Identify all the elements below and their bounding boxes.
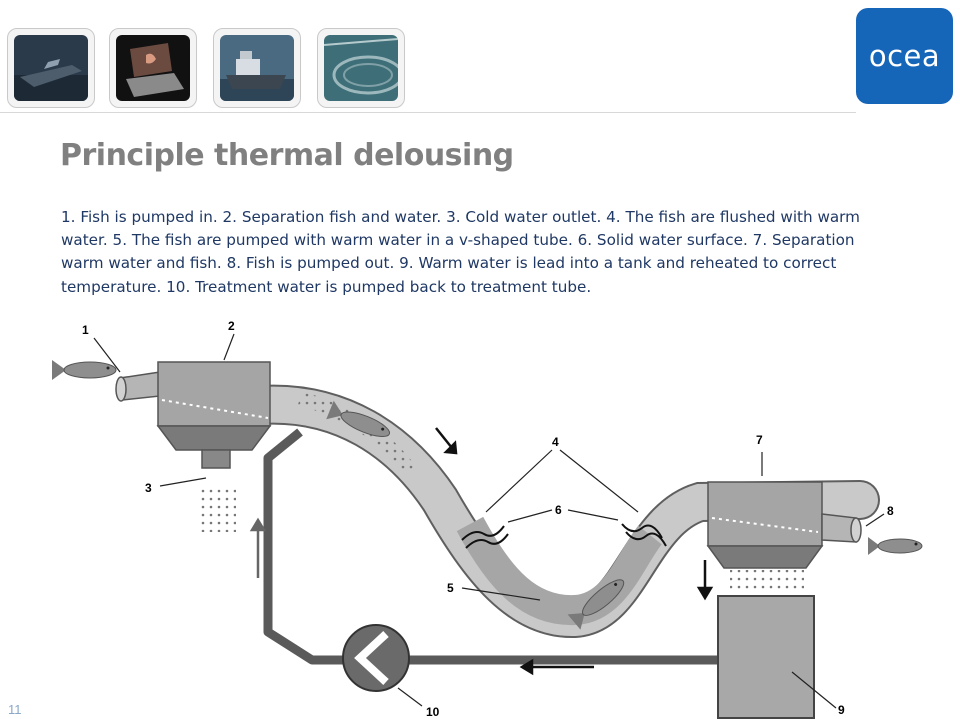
- return-pipe: [263, 428, 718, 665]
- thumbnail-workboat: [213, 28, 301, 108]
- flow-arrow-icon: [435, 427, 458, 455]
- label-3: 3: [145, 481, 152, 495]
- process-description: 1. Fish is pumped in. 2. Separation fish…: [61, 208, 860, 296]
- label-6: 6: [555, 503, 562, 517]
- rib-boat-icon: [14, 35, 88, 101]
- workboat-icon: [220, 35, 294, 101]
- fish-icon: [326, 400, 391, 437]
- leader-lines: [93, 333, 885, 709]
- flow-arrow-icon: [519, 658, 594, 676]
- thumbnail-rib-boat: [7, 28, 95, 108]
- thermal-delousing-diagram: 1 2 3 4 5 6 7 8 9 10: [52, 319, 923, 719]
- label-5: 5: [447, 581, 454, 595]
- label-7: 7: [756, 433, 763, 447]
- inlet-pipe: [115, 371, 161, 402]
- thumbnail-laptop: [109, 28, 197, 108]
- label-8: 8: [887, 504, 894, 518]
- logo-text: ocea: [868, 39, 941, 73]
- separator-2: [156, 361, 272, 532]
- ocea-logo: ocea: [856, 8, 953, 104]
- flow-arrow-icon: [696, 560, 714, 601]
- fish-icon: [567, 579, 625, 630]
- fish-farm-icon: [324, 35, 398, 101]
- flow-arrow-icon: [249, 517, 267, 578]
- return-pump: [342, 624, 410, 692]
- label-4: 4: [552, 435, 559, 449]
- page-title: Principle thermal delousing: [60, 138, 514, 173]
- label-2: 2: [228, 319, 235, 333]
- label-9: 9: [838, 703, 845, 717]
- header-divider: [0, 112, 856, 113]
- page-number: 11: [8, 702, 22, 717]
- laptop-icon: [116, 35, 190, 101]
- heating-tank: [717, 595, 815, 719]
- separator-7: [706, 481, 862, 590]
- thumbnail-fish-farm: [317, 28, 405, 108]
- water-surface-marks: [461, 523, 667, 549]
- fish-icon: [52, 360, 117, 380]
- fish-icon: [868, 537, 923, 555]
- label-10: 10: [426, 705, 440, 719]
- label-1: 1: [82, 323, 89, 337]
